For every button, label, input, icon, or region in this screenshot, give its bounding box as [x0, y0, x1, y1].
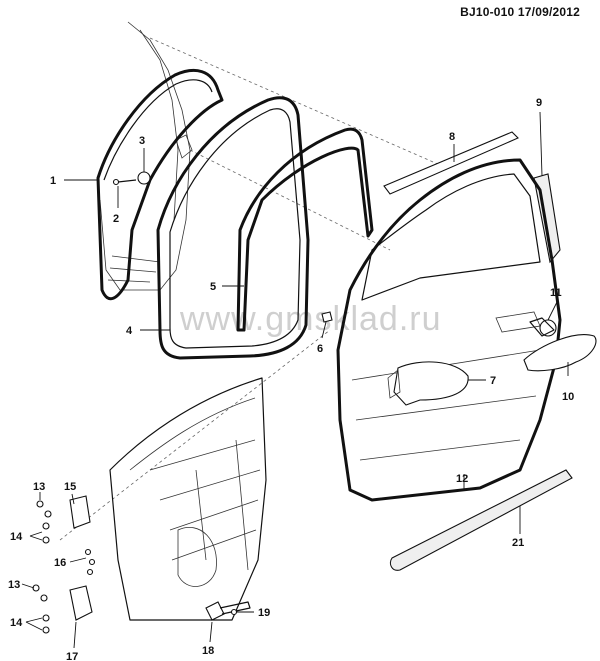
callout-13-upper: 13 — [33, 481, 45, 493]
callout-15: 15 — [64, 481, 76, 493]
callout-16: 16 — [54, 557, 66, 569]
hinge-mount-bolts — [84, 548, 96, 576]
guide-line — [149, 37, 441, 166]
outside-door-handle — [523, 334, 597, 372]
callout-6: 6 — [317, 343, 323, 355]
diagram-reference-header: BJ10-010 17/09/2012 — [460, 5, 580, 19]
callout-14-lower: 14 — [10, 617, 23, 629]
callout-21: 21 — [512, 537, 524, 549]
callout-5: 5 — [210, 281, 216, 293]
door-check-strap — [205, 601, 251, 621]
callout-11: 11 — [550, 287, 562, 299]
guide-line — [189, 149, 391, 251]
callout-2: 2 — [113, 213, 119, 225]
callout-7: 7 — [490, 375, 496, 387]
front-door-shell — [336, 158, 562, 502]
door-weatherstrip — [156, 96, 310, 360]
lower-door-hinge — [69, 585, 93, 621]
door-inner-panel — [109, 377, 267, 621]
guide-line — [59, 329, 331, 541]
callout-8: 8 — [449, 131, 455, 143]
callout-12: 12 — [456, 473, 468, 485]
outside-mirror — [393, 361, 469, 406]
callout-17: 17 — [66, 651, 78, 661]
callout-1: 1 — [50, 175, 56, 187]
callout-13-lower: 13 — [8, 579, 20, 591]
outer-belt-moulding — [383, 131, 519, 195]
callout-9: 9 — [536, 97, 542, 109]
callout-4: 4 — [126, 325, 133, 337]
door-side-moulding — [389, 469, 573, 571]
leader-lines — [21, 111, 569, 649]
callout-10: 10 — [562, 391, 574, 403]
callout-labels: 1 2 3 4 5 6 7 8 9 10 11 12 13 13 14 14 1… — [8, 97, 574, 661]
door-stop-bumper — [112, 171, 151, 186]
callout-19: 19 — [258, 607, 270, 619]
body-door-weatherstrip — [96, 69, 224, 301]
hinge-bolts — [32, 500, 52, 634]
callout-3: 3 — [139, 135, 145, 147]
lock-cylinder — [529, 317, 557, 337]
window-channel-seal — [236, 127, 374, 332]
upper-door-hinge — [69, 495, 91, 529]
callout-18: 18 — [202, 645, 214, 657]
watermark-text: www.gmsklad.ru — [179, 300, 442, 338]
callout-14-upper: 14 — [10, 531, 23, 543]
clip — [321, 311, 333, 323]
